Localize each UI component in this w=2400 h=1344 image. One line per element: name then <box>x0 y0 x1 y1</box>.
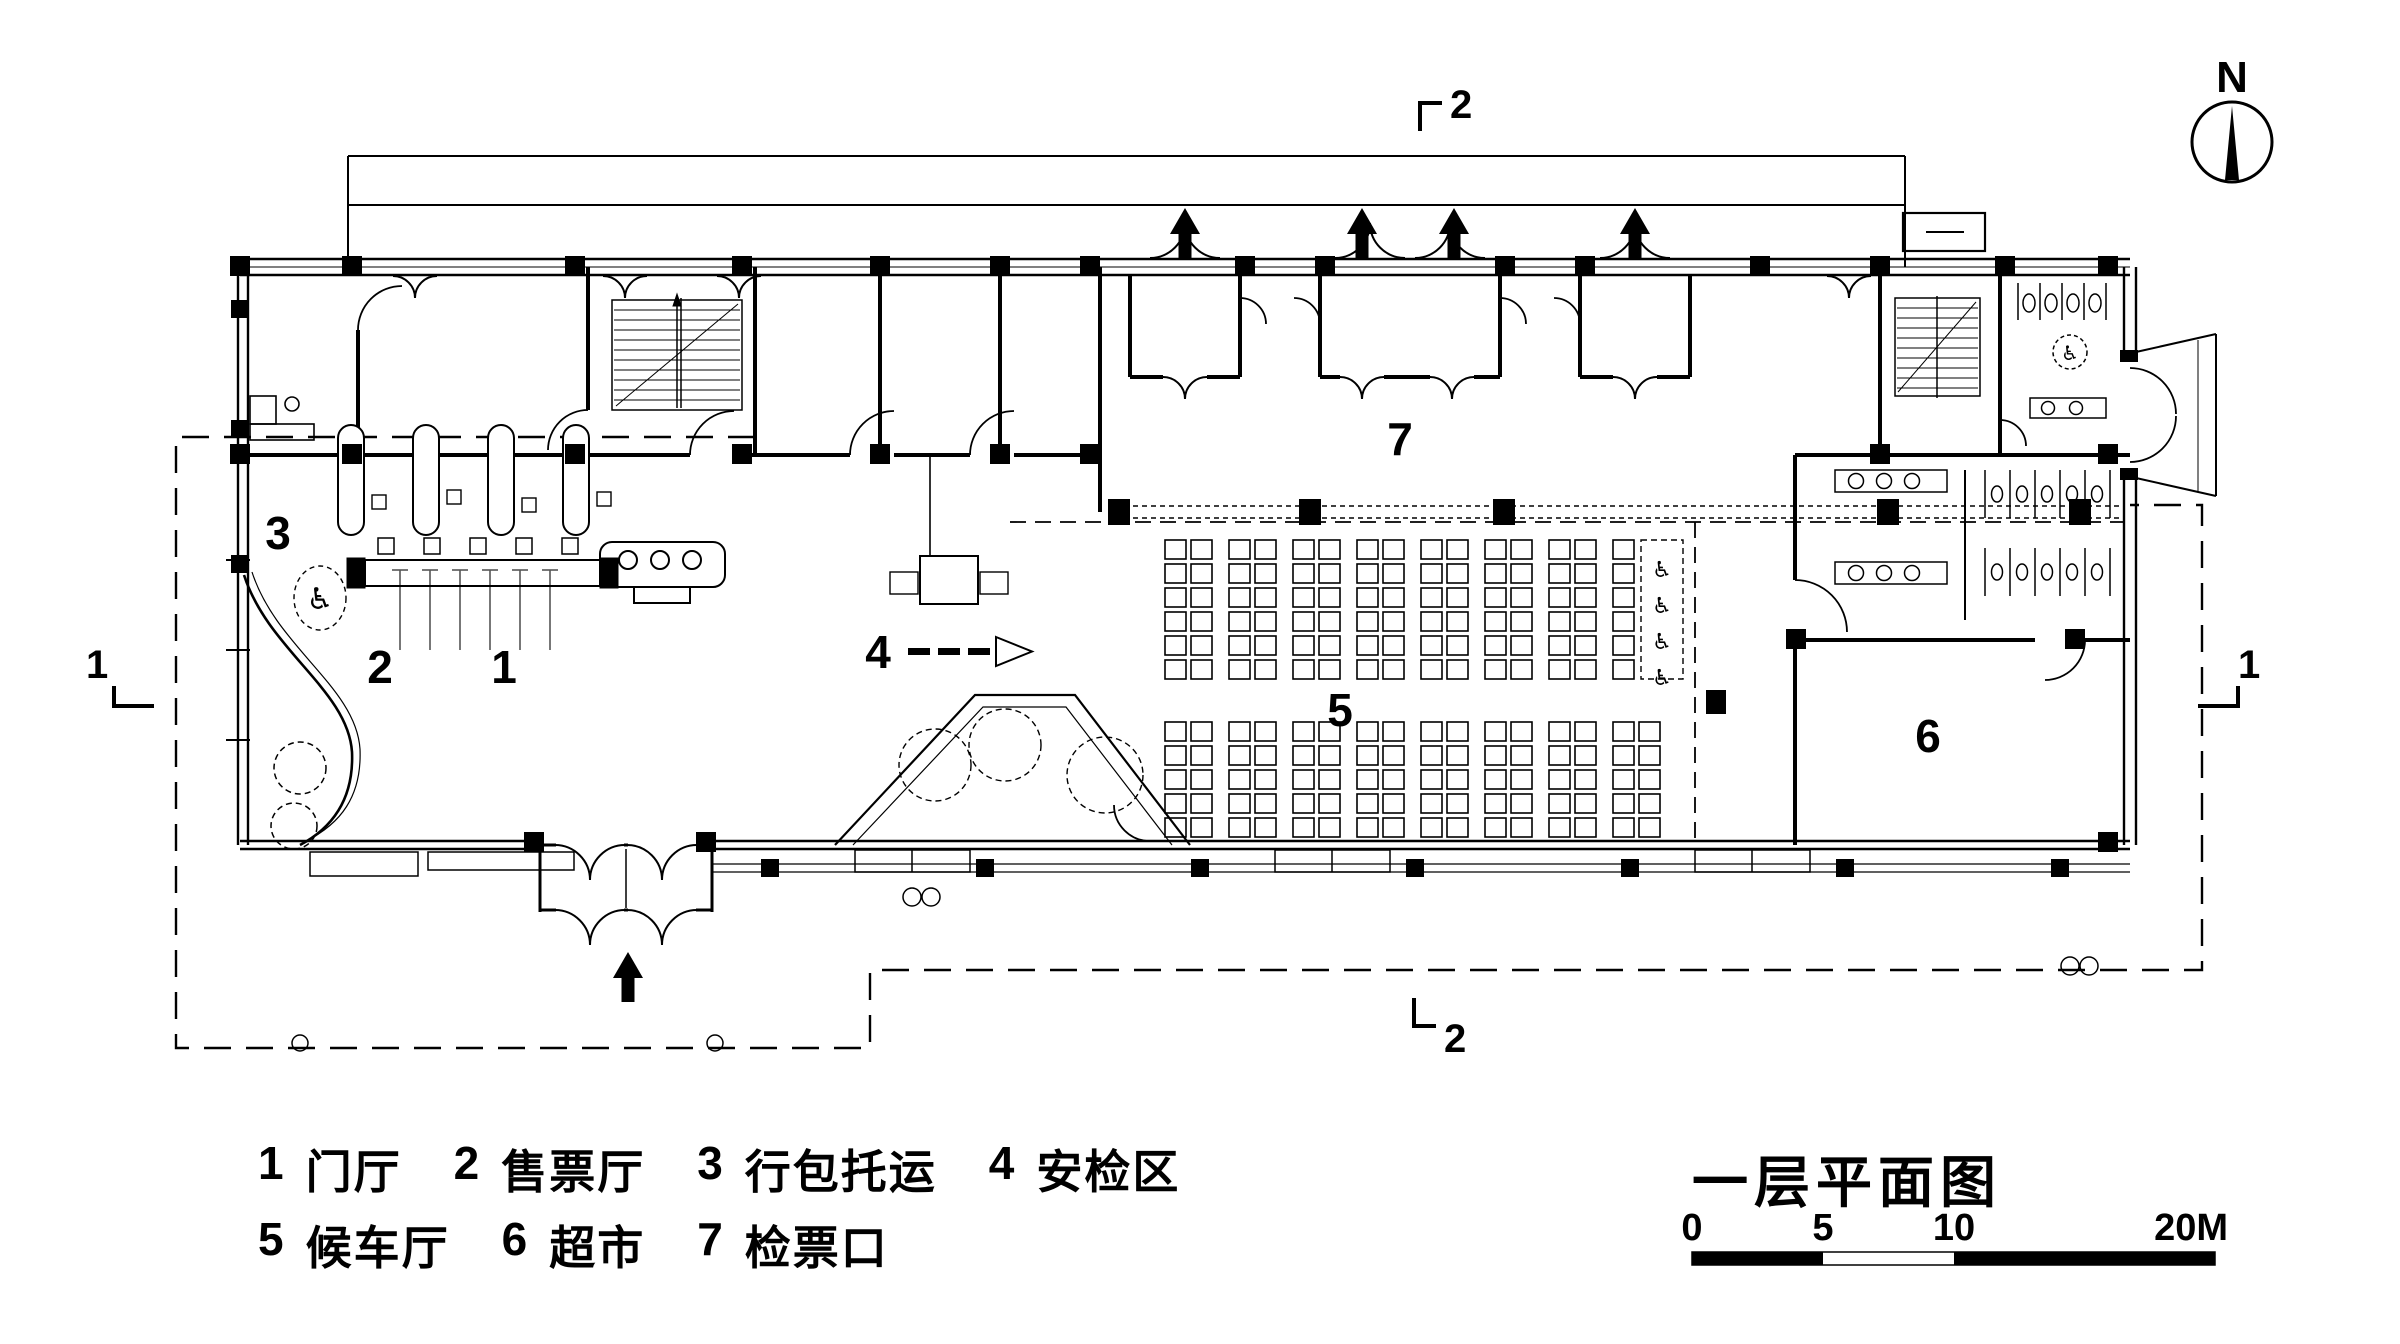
structural-columns <box>230 256 2138 877</box>
stair-east <box>1894 296 1981 398</box>
wheelchair-waiting-mark: ♿ <box>293 565 347 631</box>
outdoor-benches <box>309 849 1811 908</box>
restroom-north <box>2017 283 2107 419</box>
scale-20m: 20M <box>2154 1207 2228 1249</box>
stair-west <box>611 292 743 411</box>
info-kiosk <box>599 541 726 604</box>
north-compass: N <box>2190 53 2274 184</box>
section-marker-right: 1 <box>2238 643 2260 687</box>
wheelchair-seat-icon: ♿ <box>1652 557 1672 582</box>
wheelchair-seat-icon: ♿ <box>1652 665 1672 690</box>
wheelchair-seating-zone <box>1640 539 1684 680</box>
scale-bar: 0 5 10 20M <box>1681 1207 2228 1266</box>
room-label-3: 3 <box>265 507 291 559</box>
room-label-4: 4 <box>865 626 891 678</box>
section-marker-bottom: 2 <box>1444 1017 1466 1061</box>
security-xray <box>889 455 1009 605</box>
scale-0: 0 <box>1681 1207 1702 1249</box>
room-label-2: 2 <box>367 641 393 693</box>
room-label-5: 5 <box>1327 684 1353 736</box>
plaza-boundary-dashed <box>174 435 2204 1050</box>
security-boundary <box>712 505 2130 873</box>
room-label-1: 1 <box>491 641 517 693</box>
wheelchair-seat-icon: ♿ <box>1652 593 1672 618</box>
queue-rails <box>392 569 558 650</box>
waiting-hall-seats: ♿ ♿ ♿ ♿ <box>1164 539 1672 838</box>
north-label: N <box>2216 53 2248 102</box>
svg-text:♿: ♿ <box>307 583 334 616</box>
wheelchair-seat-icon: ♿ <box>1652 629 1672 654</box>
section-markers: 2 2 1 1 <box>86 83 2260 1061</box>
platform-canopy <box>347 155 1987 267</box>
trees <box>291 887 2099 1052</box>
east-exit-canopy <box>2135 333 2217 497</box>
drawing-title: 一层平面图 <box>1692 1151 2002 1214</box>
section-marker-left: 1 <box>86 643 108 687</box>
section-marker-top: 2 <box>1450 83 1472 127</box>
scale-5: 5 <box>1812 1207 1833 1249</box>
security-flow-arrow <box>908 635 1035 668</box>
curved-wall <box>242 571 361 850</box>
wheelchair-wc-icon: ♿ <box>2061 343 2079 365</box>
restroom-south <box>1834 469 2111 596</box>
scale-10: 10 <box>1933 1207 1975 1249</box>
reception-desk <box>249 395 315 441</box>
planter-barrier <box>834 693 1191 846</box>
room-label-6: 6 <box>1915 710 1941 762</box>
ticket-counter <box>346 537 619 589</box>
title-block: 一层平面图 <box>1692 1138 2002 1219</box>
interior-walls <box>240 267 2130 845</box>
room-label-7: 7 <box>1387 413 1413 465</box>
baggage-conveyors <box>337 424 612 536</box>
